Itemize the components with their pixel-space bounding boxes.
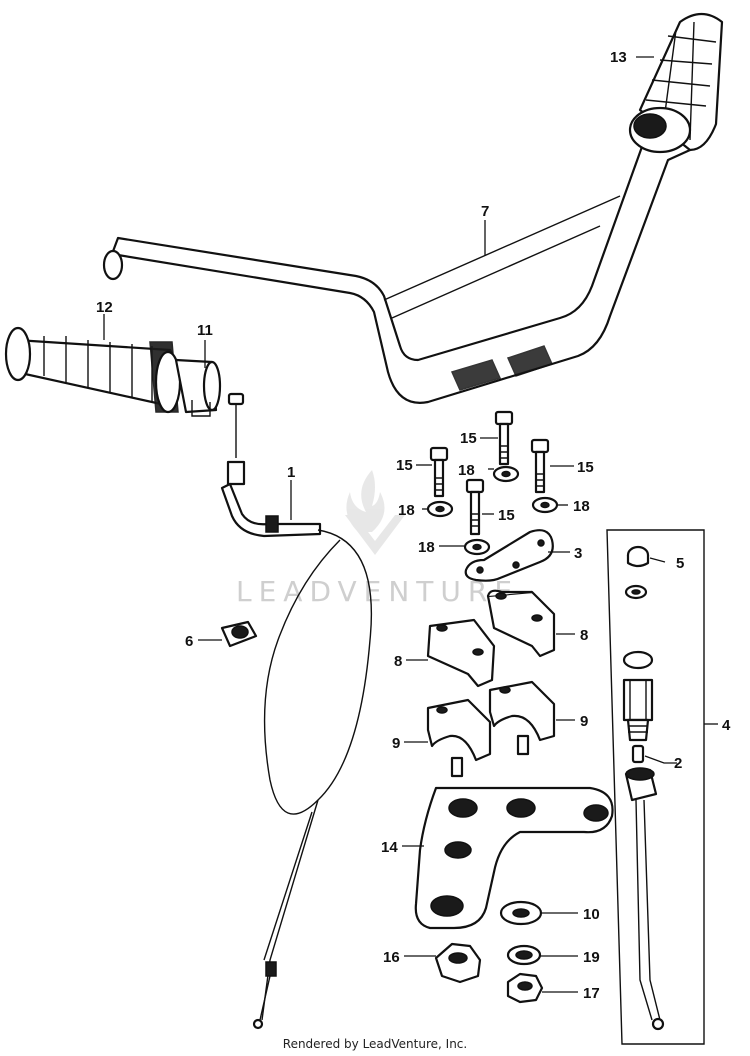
callout-15-d[interactable]: 15: [498, 507, 515, 524]
lower-holder-9-a[interactable]: [488, 680, 556, 756]
washer-10[interactable]: [499, 900, 543, 926]
washer-18-a[interactable]: [492, 465, 520, 483]
washer-18-c[interactable]: [531, 496, 559, 514]
callout-14[interactable]: 14: [381, 839, 398, 856]
callout-labels: 1 2 3 4 5 6 7 8 8 9 9 10 11 12 13 14 15 …: [96, 49, 731, 1002]
cable-fitting[interactable]: [622, 650, 654, 742]
callout-9-a[interactable]: 9: [580, 713, 588, 730]
callout-10[interactable]: 10: [583, 906, 600, 923]
callout-5[interactable]: 5: [676, 555, 684, 572]
cable-4-end[interactable]: [624, 767, 665, 1031]
callout-1[interactable]: 1: [287, 464, 295, 481]
callout-8-b[interactable]: 8: [394, 653, 402, 670]
cap-5[interactable]: [624, 545, 650, 600]
callout-8-a[interactable]: 8: [580, 627, 588, 644]
callout-11[interactable]: 11: [197, 322, 213, 339]
left-grip[interactable]: [4, 326, 182, 414]
bolt-15-b[interactable]: [429, 446, 449, 498]
footer-credit: Rendered by LeadVenture, Inc.: [282, 1037, 468, 1051]
callout-15-b[interactable]: 15: [396, 457, 413, 474]
washer-19[interactable]: [506, 944, 542, 966]
upper-clamp-8-b[interactable]: [426, 618, 496, 688]
bolt-15-d[interactable]: [465, 478, 485, 536]
callout-18-a[interactable]: 18: [458, 462, 475, 479]
throttle-sleeve[interactable]: [174, 358, 222, 417]
callout-13[interactable]: 13: [610, 49, 627, 66]
callout-15-c[interactable]: 15: [577, 459, 594, 476]
right-grip[interactable]: [628, 12, 724, 154]
leader-lines: [103, 56, 718, 993]
bracket-plate[interactable]: [464, 529, 554, 582]
callout-7[interactable]: 7: [481, 203, 489, 220]
callout-15-a[interactable]: 15: [460, 430, 477, 447]
top-bridge[interactable]: [414, 786, 614, 930]
callout-18-b[interactable]: 18: [398, 502, 415, 519]
bolt-15-a[interactable]: [494, 410, 514, 466]
watermark-logo: [345, 470, 405, 555]
inner-cable-2[interactable]: [631, 744, 645, 764]
washer-18-b[interactable]: [426, 500, 454, 518]
watermark-text: LEADVENTURE: [236, 575, 519, 608]
callout-12[interactable]: 12: [96, 299, 113, 316]
callout-16[interactable]: 16: [383, 949, 400, 966]
nut-17[interactable]: [506, 972, 544, 1004]
bolt-15-c[interactable]: [530, 438, 550, 494]
throttle-cable[interactable]: [220, 392, 373, 1030]
nut-16[interactable]: [434, 942, 482, 984]
washer-18-d[interactable]: [463, 538, 491, 556]
cable-assembly-box: [606, 529, 705, 1045]
callout-17[interactable]: 17: [583, 985, 600, 1002]
callout-2[interactable]: 2: [674, 755, 682, 772]
callout-4[interactable]: 4: [722, 717, 731, 734]
upper-clamp-8-a[interactable]: [486, 589, 556, 658]
callout-18-c[interactable]: 18: [573, 498, 590, 515]
lower-holder-9-b[interactable]: [426, 698, 492, 778]
callout-6[interactable]: 6: [185, 633, 193, 650]
callout-18-d[interactable]: 18: [418, 539, 435, 556]
cable-clip[interactable]: [220, 620, 258, 648]
callout-9-b[interactable]: 9: [392, 735, 400, 752]
callout-3[interactable]: 3: [574, 545, 582, 562]
callout-19[interactable]: 19: [583, 949, 600, 966]
